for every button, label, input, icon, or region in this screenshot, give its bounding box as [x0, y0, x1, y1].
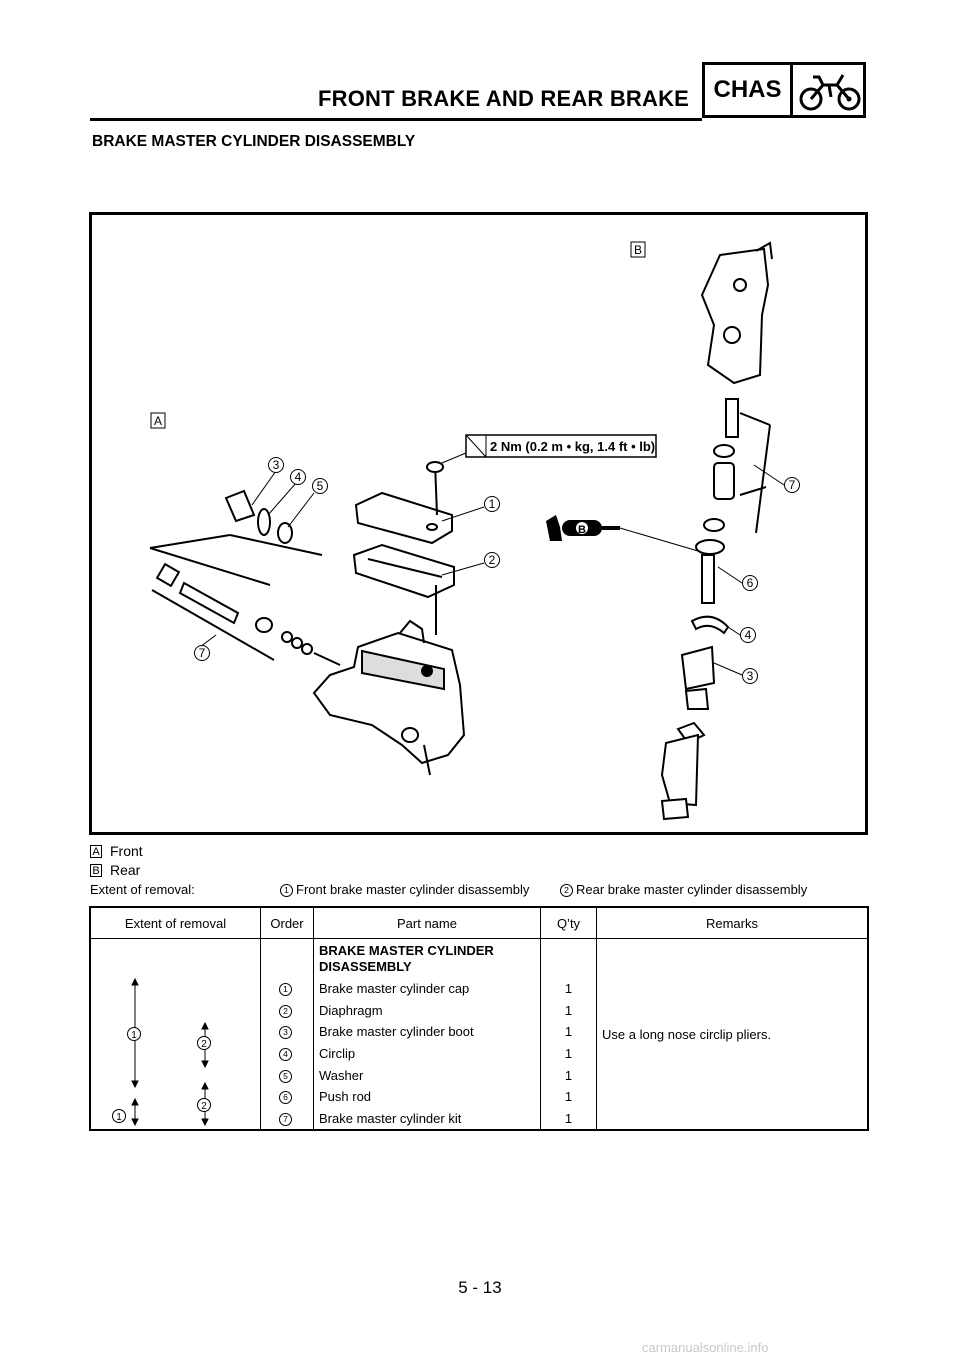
svg-text:2: 2 — [201, 1039, 207, 1050]
watermark: carmanualsonline.info — [642, 1340, 769, 1355]
svg-text:7: 7 — [789, 478, 796, 492]
motorcycle-icon — [799, 74, 861, 111]
svg-text:4: 4 — [295, 470, 302, 484]
exploded-diagram-svg: B A 2 Nm (0.2 m • kg, 1.4 ft • lb) — [149, 241, 800, 821]
grease-b-icon: B — [546, 515, 699, 552]
extent-arrows: 1 2 1 2 — [112, 977, 211, 1127]
diaphragm — [352, 543, 455, 635]
svg-text:5: 5 — [317, 479, 324, 493]
legend-rear-letter: B — [90, 863, 102, 877]
front-master-cylinder — [312, 619, 466, 776]
rear-master-cylinder — [700, 241, 773, 385]
callout-numbers: 1 2 3 4 5 7 7 6 4 3 — [194, 457, 800, 684]
table-row: 1 Brake master cylinder cap 1 — [90, 978, 868, 1000]
svg-text:6: 6 — [747, 576, 754, 590]
col-qty: Q’ty — [540, 907, 597, 939]
cylinder-cap — [354, 461, 453, 545]
svg-text:2 Nm (0.2 m • kg, 1.4 ft • lb): 2 Nm (0.2 m • kg, 1.4 ft • lb) — [490, 439, 655, 454]
front-small-parts — [149, 489, 323, 586]
extent-num: 2 — [560, 884, 573, 898]
page-number: 5 - 13 — [458, 1278, 502, 1297]
table-row: 4 Circlip 1 — [90, 1042, 868, 1065]
torque-spec: 2 Nm (0.2 m • kg, 1.4 ft • lb) — [436, 434, 657, 466]
rear-push-rod — [660, 539, 730, 821]
svg-text:3: 3 — [273, 458, 280, 472]
legend-front-text: Front — [110, 843, 143, 859]
parts-table: Extent of removal Order Part name Q’ty R… — [89, 906, 869, 1131]
svg-text:B: B — [578, 524, 586, 536]
label-rear-box: B — [634, 243, 642, 257]
col-part: Part name — [313, 907, 541, 939]
table-row: 6 Push rod 1 — [90, 1085, 868, 1108]
legend-rear-text: Rear — [110, 862, 141, 878]
table-row: 3 Brake master cylinder boot 1 — [90, 1021, 868, 1043]
front-cylinder-kit — [151, 562, 341, 666]
svg-text:4: 4 — [745, 628, 752, 642]
svg-text:3: 3 — [747, 669, 754, 683]
group-title: BRAKE MASTER CYLINDER DISASSEMBLY — [313, 938, 541, 979]
chas-label: CHAS — [705, 65, 793, 115]
legend-front-letter: A — [90, 844, 102, 858]
extent-text: Front brake master cylinder disassembly — [296, 882, 530, 897]
extent-label: Extent of removal: — [90, 882, 195, 897]
exploded-diagram: B A 2 Nm (0.2 m • kg, 1.4 ft • lb) — [89, 212, 868, 835]
svg-text:2: 2 — [201, 1101, 207, 1112]
col-extent: Extent of removal — [89, 907, 261, 939]
col-remarks: Remarks — [596, 907, 869, 939]
table-row: 2 Diaphragm 1 — [90, 999, 868, 1022]
legend-front: A Front — [90, 843, 143, 859]
chas-badge: CHAS — [702, 62, 866, 118]
svg-text:7: 7 — [199, 646, 206, 660]
extent-text: Rear brake master cylinder disassembly — [576, 882, 808, 897]
extent-marks-cell: 1 2 1 2 — [89, 938, 261, 1130]
table-row: 5 Washer 1 — [90, 1064, 868, 1086]
rear-cylinder-kit — [703, 398, 771, 534]
extent-num: 1 — [280, 884, 293, 898]
table-row: 7 Brake master cylinder kit 1 — [90, 1107, 868, 1130]
col-order: Order — [260, 907, 314, 939]
svg-text:1: 1 — [131, 1030, 137, 1041]
section-title: FRONT BRAKE AND REAR BRAKE — [318, 86, 690, 111]
svg-text:1: 1 — [116, 1112, 122, 1123]
label-front-box: A — [154, 414, 162, 428]
svg-text:1: 1 — [489, 497, 496, 511]
remarks-cell: Use a long nose circlip pliers. — [596, 938, 869, 1130]
table-header: Extent of removal Order Part name Q’ty R… — [89, 907, 869, 939]
page-heading: BRAKE MASTER CYLINDER DISASSEMBLY — [92, 133, 416, 150]
header-rule — [90, 118, 702, 121]
legend-rear: B Rear — [90, 862, 140, 878]
svg-text:2: 2 — [489, 553, 496, 567]
